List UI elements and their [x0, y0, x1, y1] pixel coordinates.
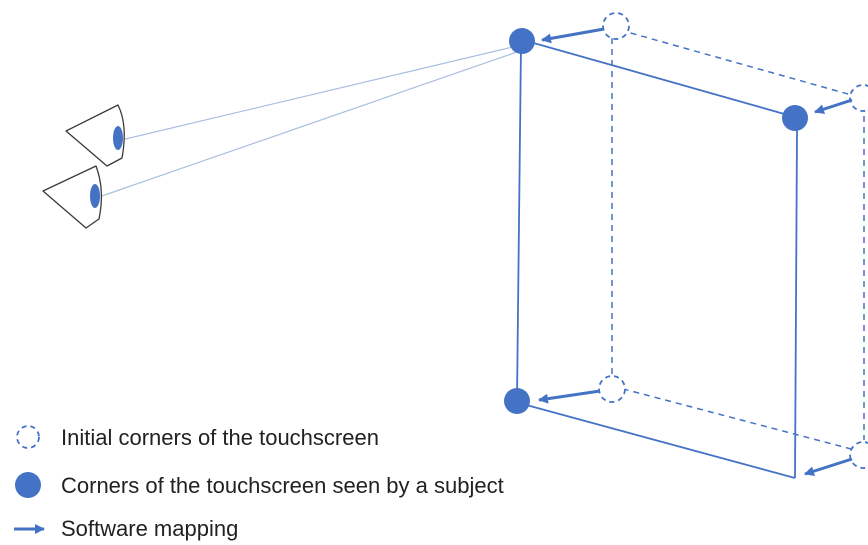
legend-label-software-mapping: Software mapping	[61, 516, 238, 541]
legend-label-initial-corners: Initial corners of the touchscreen	[61, 425, 379, 450]
eye-icon	[65, 104, 125, 167]
legend-item-seen-corners: Corners of the touchscreen seen by a sub…	[15, 472, 504, 498]
legend-item-software-mapping: Software mapping	[14, 516, 238, 541]
seen-touchscreen-outline	[516, 39, 798, 479]
initial-corners	[598, 12, 868, 469]
filled-circle-icon	[15, 472, 41, 498]
legend: Initial corners of the touchscreen Corne…	[14, 425, 504, 541]
mapping-arrow-top-right	[814, 98, 853, 114]
seen-corners	[504, 28, 808, 414]
mapping-arrow-top-left	[541, 27, 605, 44]
initial-corner-top-right	[849, 84, 868, 112]
sight-line-lower	[98, 51, 518, 198]
initial-touchscreen-outline	[611, 29, 865, 451]
sight-lines	[98, 45, 518, 198]
dashed-circle-icon	[16, 425, 40, 449]
seen-corner-top-left	[509, 28, 535, 54]
seen-corner-bottom-left	[504, 388, 530, 414]
seen-corner-top-right	[782, 105, 808, 131]
legend-label-seen-corners: Corners of the touchscreen seen by a sub…	[61, 473, 504, 498]
initial-corner-bottom-left	[598, 375, 626, 403]
legend-item-initial-corners: Initial corners of the touchscreen	[16, 425, 379, 450]
eye-icon	[42, 165, 103, 229]
initial-corner-bottom-right	[849, 441, 868, 469]
mapping-arrow-bottom-right	[804, 457, 853, 477]
sight-line-upper	[120, 45, 518, 141]
software-mapping-arrows	[538, 27, 853, 477]
mapping-arrow-bottom-left	[538, 389, 601, 404]
initial-corner-top-left	[602, 12, 630, 40]
